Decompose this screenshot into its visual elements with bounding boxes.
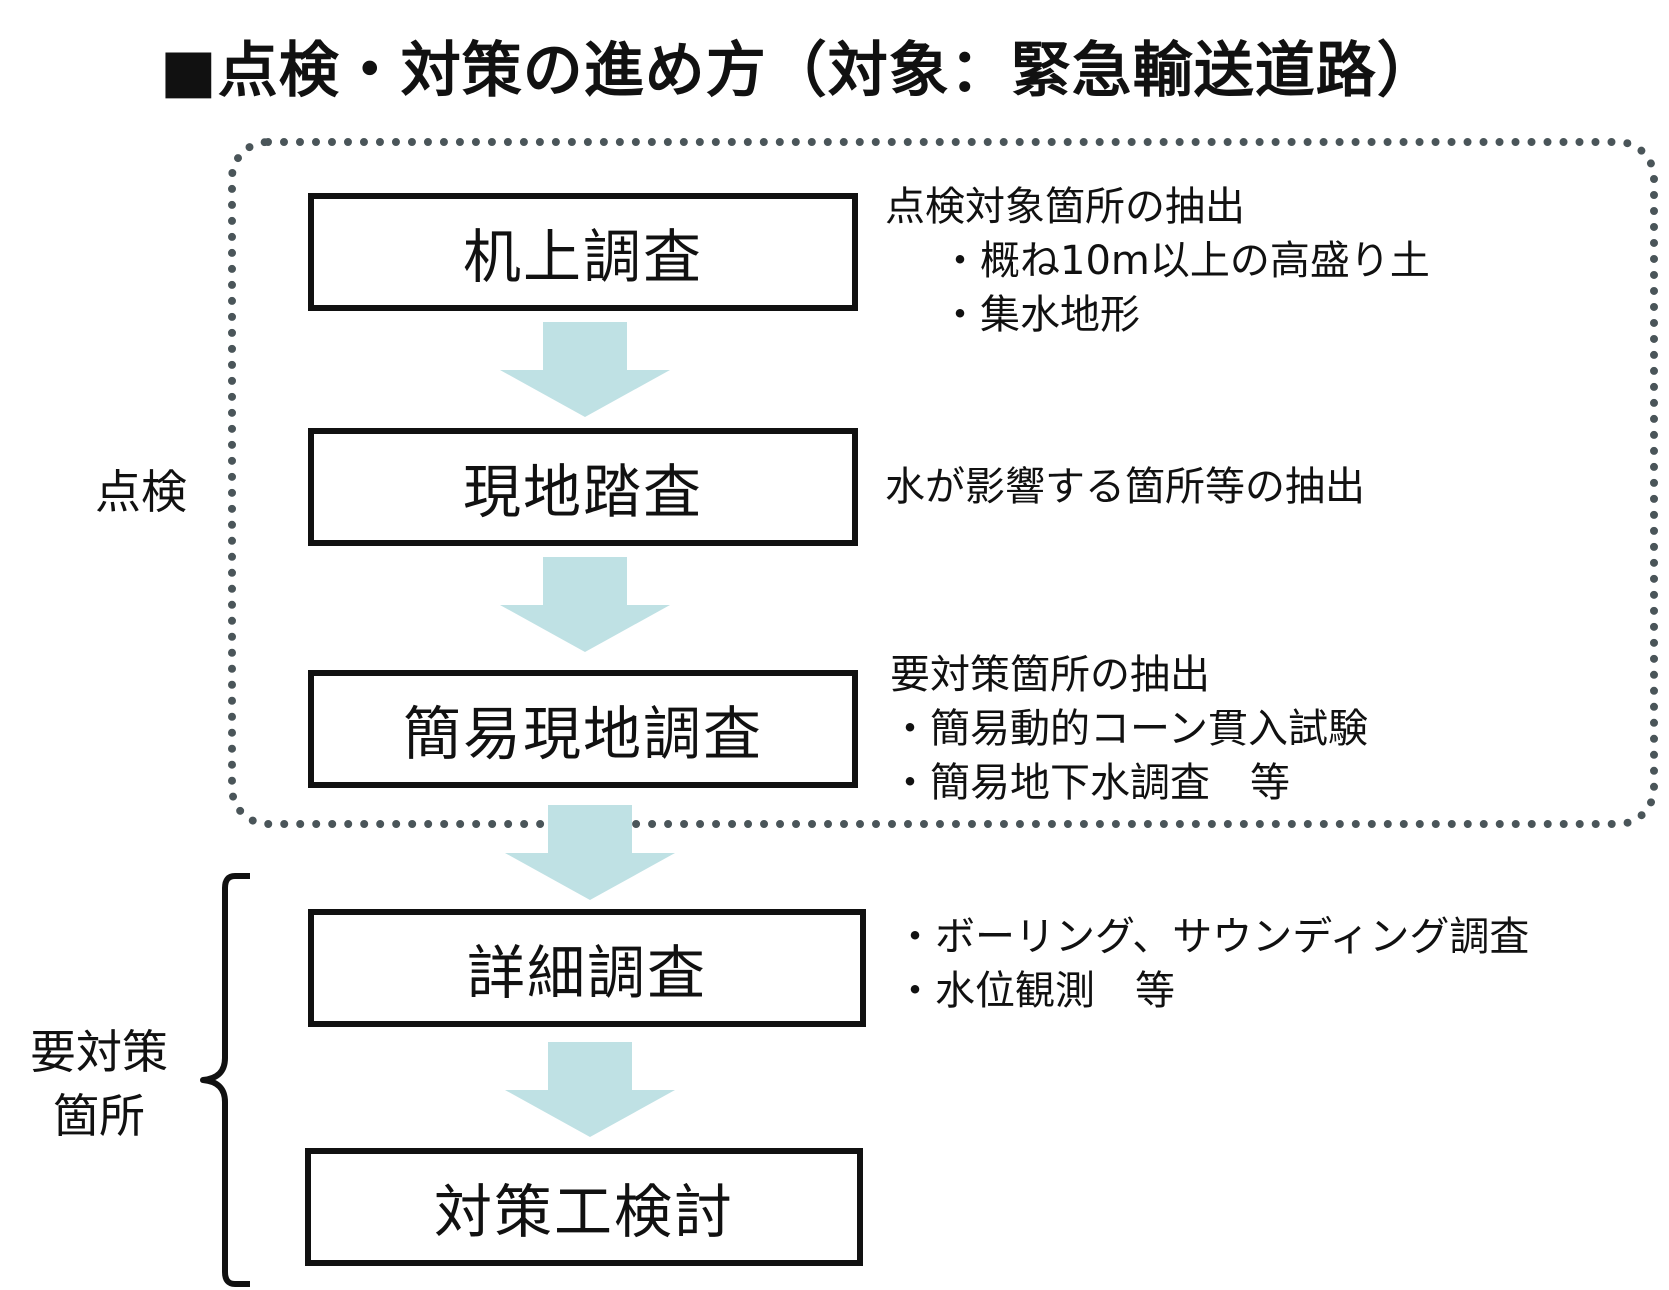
step4-note: ・ボーリング、サウンディング調査 ・水位観測 等	[895, 910, 1529, 1018]
step-desk-survey: 机上調査	[308, 193, 858, 311]
step3-note-item: ・簡易動的コーン貫入試験	[890, 706, 1368, 752]
down-arrow-icon	[500, 322, 670, 417]
inspection-group-label: 点検	[95, 465, 187, 519]
down-arrow-icon	[505, 805, 675, 900]
step1-note: 点検対象箇所の抽出 ・概ね10m以上の高盛り土 ・集水地形	[885, 180, 1430, 342]
inspection-group-box	[228, 138, 1658, 828]
step3-note: 要対策箇所の抽出 ・簡易動的コーン貫入試験 ・簡易地下水調査 等	[890, 648, 1368, 810]
step2-note: 水が影響する箇所等の抽出	[885, 460, 1365, 514]
step4-note-item: ・ボーリング、サウンディング調査	[895, 914, 1530, 960]
step-countermeasure-study: 対策工検討	[305, 1148, 863, 1266]
step1-note-item: ・集水地形	[940, 292, 1140, 338]
down-arrow-icon	[500, 557, 670, 652]
step-detailed-survey: 詳細調査	[308, 909, 866, 1027]
step4-note-item: ・水位観測 等	[895, 968, 1175, 1014]
countermeasure-label-line2: 箇所	[53, 1089, 145, 1143]
step2-note-heading: 水が影響する箇所等の抽出	[885, 464, 1365, 510]
step-field-reconnaissance: 現地踏査	[308, 428, 858, 546]
step-simple-field-survey: 簡易現地調査	[308, 670, 858, 788]
page-title: ■点検・対策の進め方（対象：緊急輸送道路）	[160, 36, 1438, 106]
down-arrow-icon	[505, 1042, 675, 1137]
step1-note-item: ・概ね10m以上の高盛り土	[940, 238, 1430, 284]
countermeasure-label-line1: 要対策	[30, 1025, 168, 1079]
step1-note-heading: 点検対象箇所の抽出	[885, 184, 1245, 230]
countermeasure-group-label: 要対策 箇所	[30, 1020, 168, 1148]
step3-note-item: ・簡易地下水調査 等	[890, 760, 1290, 806]
countermeasure-brace	[200, 873, 250, 1287]
step3-note-heading: 要対策箇所の抽出	[890, 652, 1210, 698]
